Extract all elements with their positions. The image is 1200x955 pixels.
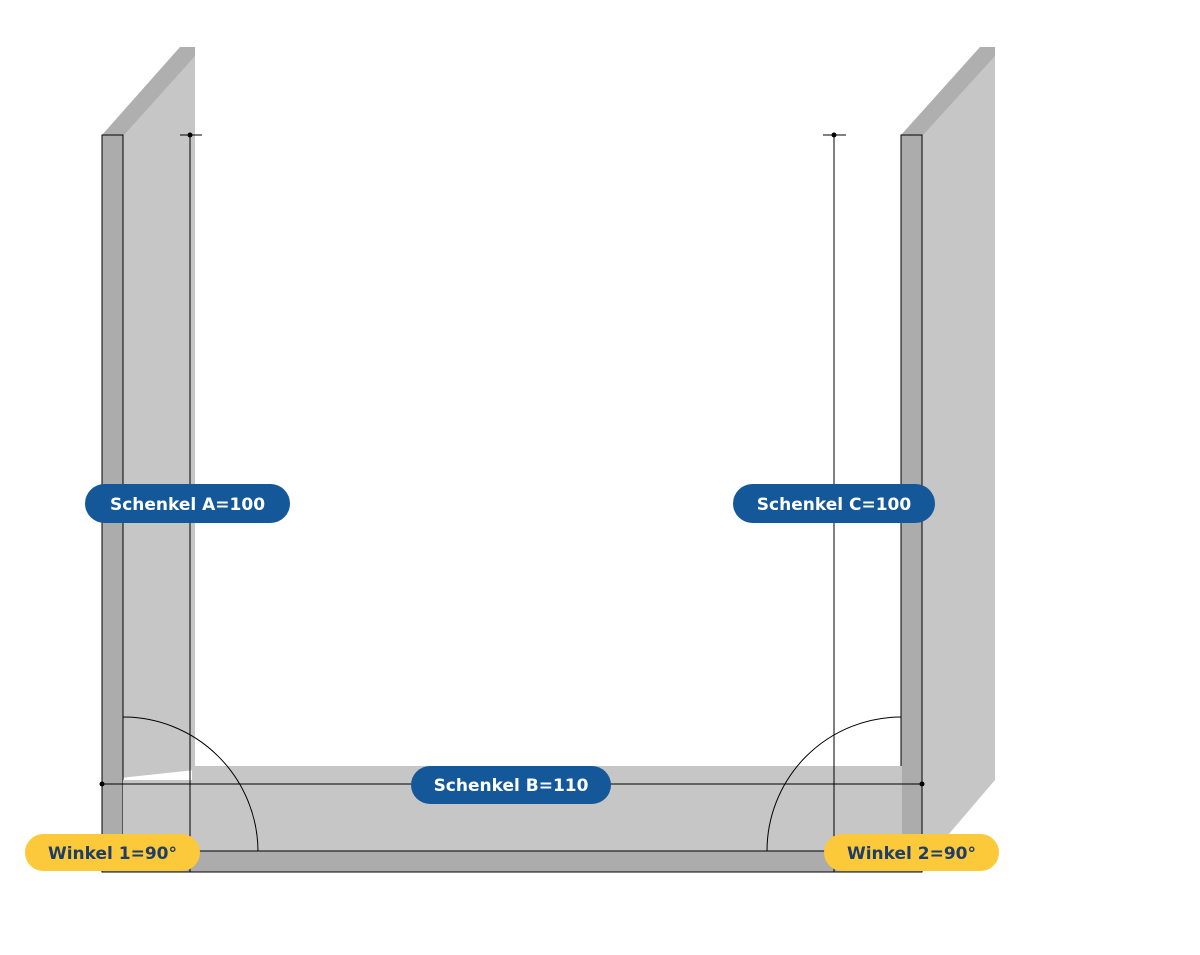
winkel-1-label: Winkel 1=90° [25, 834, 200, 871]
schenkel-b-left-dot [99, 781, 105, 787]
winkel-1-arc [122, 716, 259, 852]
right-projection-dot [831, 132, 837, 138]
schenkel-b-label: Schenkel B=110 [411, 766, 611, 804]
schenkel-c-text: Schenkel C=100 [757, 495, 912, 515]
base-back-face [123, 766, 948, 851]
schenkel-a-text: Schenkel A=100 [110, 495, 265, 515]
winkel-2-text: Winkel 2=90° [847, 844, 976, 864]
right-leg-back-face [901, 47, 995, 835]
left-leg-back-face [102, 47, 195, 780]
left-leg-top-edge [102, 47, 195, 135]
schenkel-a-label: Schenkel A=100 [85, 484, 290, 523]
schenkel-c-label: Schenkel C=100 [733, 484, 935, 523]
winkel-2-arc [766, 716, 902, 852]
winkel-2-label: Winkel 2=90° [824, 834, 999, 871]
schenkel-b-right-dot [919, 781, 925, 787]
base-thickness [101, 850, 923, 873]
right-leg-top-edge [901, 47, 995, 135]
left-projection-dot [187, 132, 193, 138]
winkel-1-text: Winkel 1=90° [48, 844, 177, 864]
schenkel-b-text: Schenkel B=110 [434, 776, 589, 796]
